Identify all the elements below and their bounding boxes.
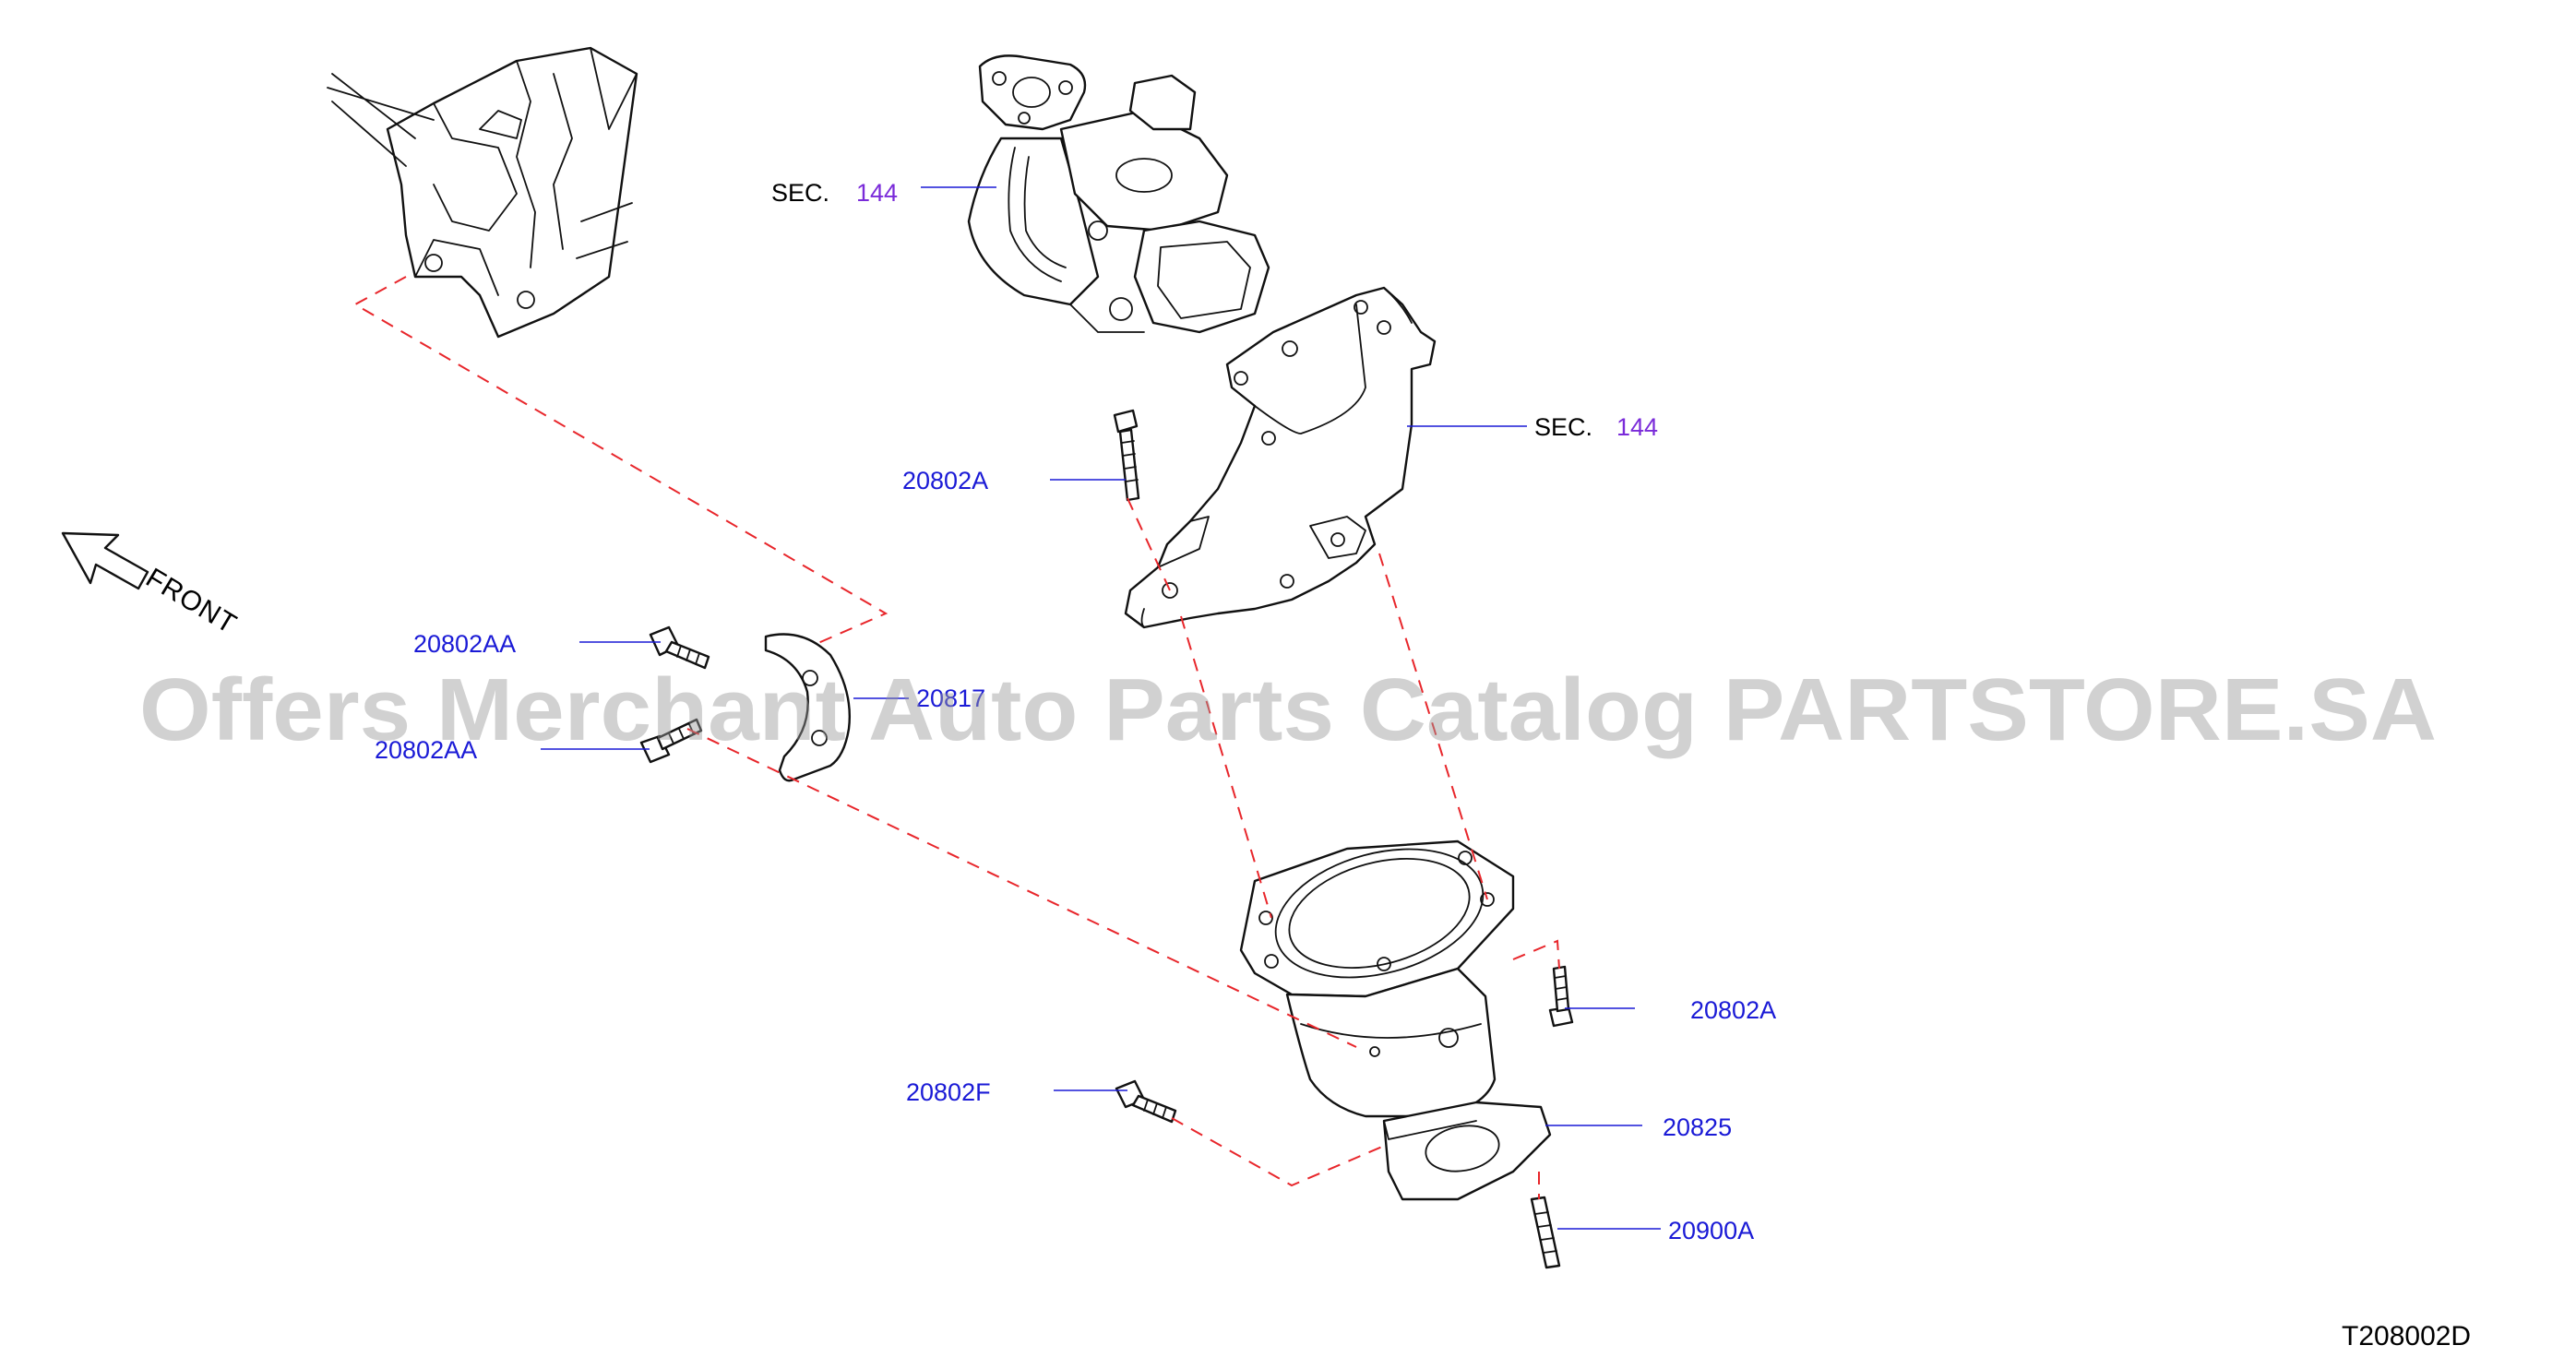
front-label: FRONT [140, 563, 242, 640]
part-label-20802A-manifold[interactable]: 20802A [902, 467, 988, 494]
diagram-code: T208002D [2342, 1321, 2471, 1351]
bolt-manifold-top [1113, 409, 1140, 502]
catalytic-converter-illustration [1239, 839, 1552, 1201]
bolt-bracket-lower [639, 718, 703, 764]
sec-prefix: SEC. [771, 179, 829, 207]
front-direction-indicator: FRONT [61, 531, 242, 640]
front-arrow-icon [61, 531, 149, 590]
engine-block-illustration [327, 46, 638, 339]
part-label-20802A-converter[interactable]: 20802A [1690, 996, 1776, 1024]
part-label-20802AA-lower[interactable]: 20802AA [375, 736, 477, 764]
sec-prefix: SEC. [1534, 413, 1592, 441]
alignment-lines [352, 276, 1560, 1199]
bolt-converter-right [1548, 965, 1574, 1028]
sec-reference-elbow[interactable]: SEC. 144 [1534, 413, 1658, 441]
bolt-converter-left [1115, 1079, 1177, 1124]
part-label-20825[interactable]: 20825 [1663, 1113, 1732, 1141]
part-label-20817[interactable]: 20817 [916, 684, 985, 712]
bolt-bracket-upper [649, 625, 710, 670]
part-label-20802AA-upper[interactable]: 20802AA [413, 630, 516, 658]
part-label-20900A[interactable]: 20900A [1668, 1217, 1754, 1244]
leader-lines [541, 186, 1661, 1230]
watermark-text: Offers Merchant Auto Parts Catalog PARTS… [139, 661, 2437, 759]
turbocharger-illustration [967, 54, 1270, 334]
sec-number-link[interactable]: 144 [856, 179, 898, 207]
sec-number-link[interactable]: 144 [1616, 413, 1658, 441]
sec-reference-turbo[interactable]: SEC. 144 [771, 179, 898, 207]
exhaust-elbow-illustration [1124, 286, 1437, 629]
stud-converter [1530, 1196, 1561, 1269]
part-label-20802F[interactable]: 20802F [906, 1078, 991, 1106]
